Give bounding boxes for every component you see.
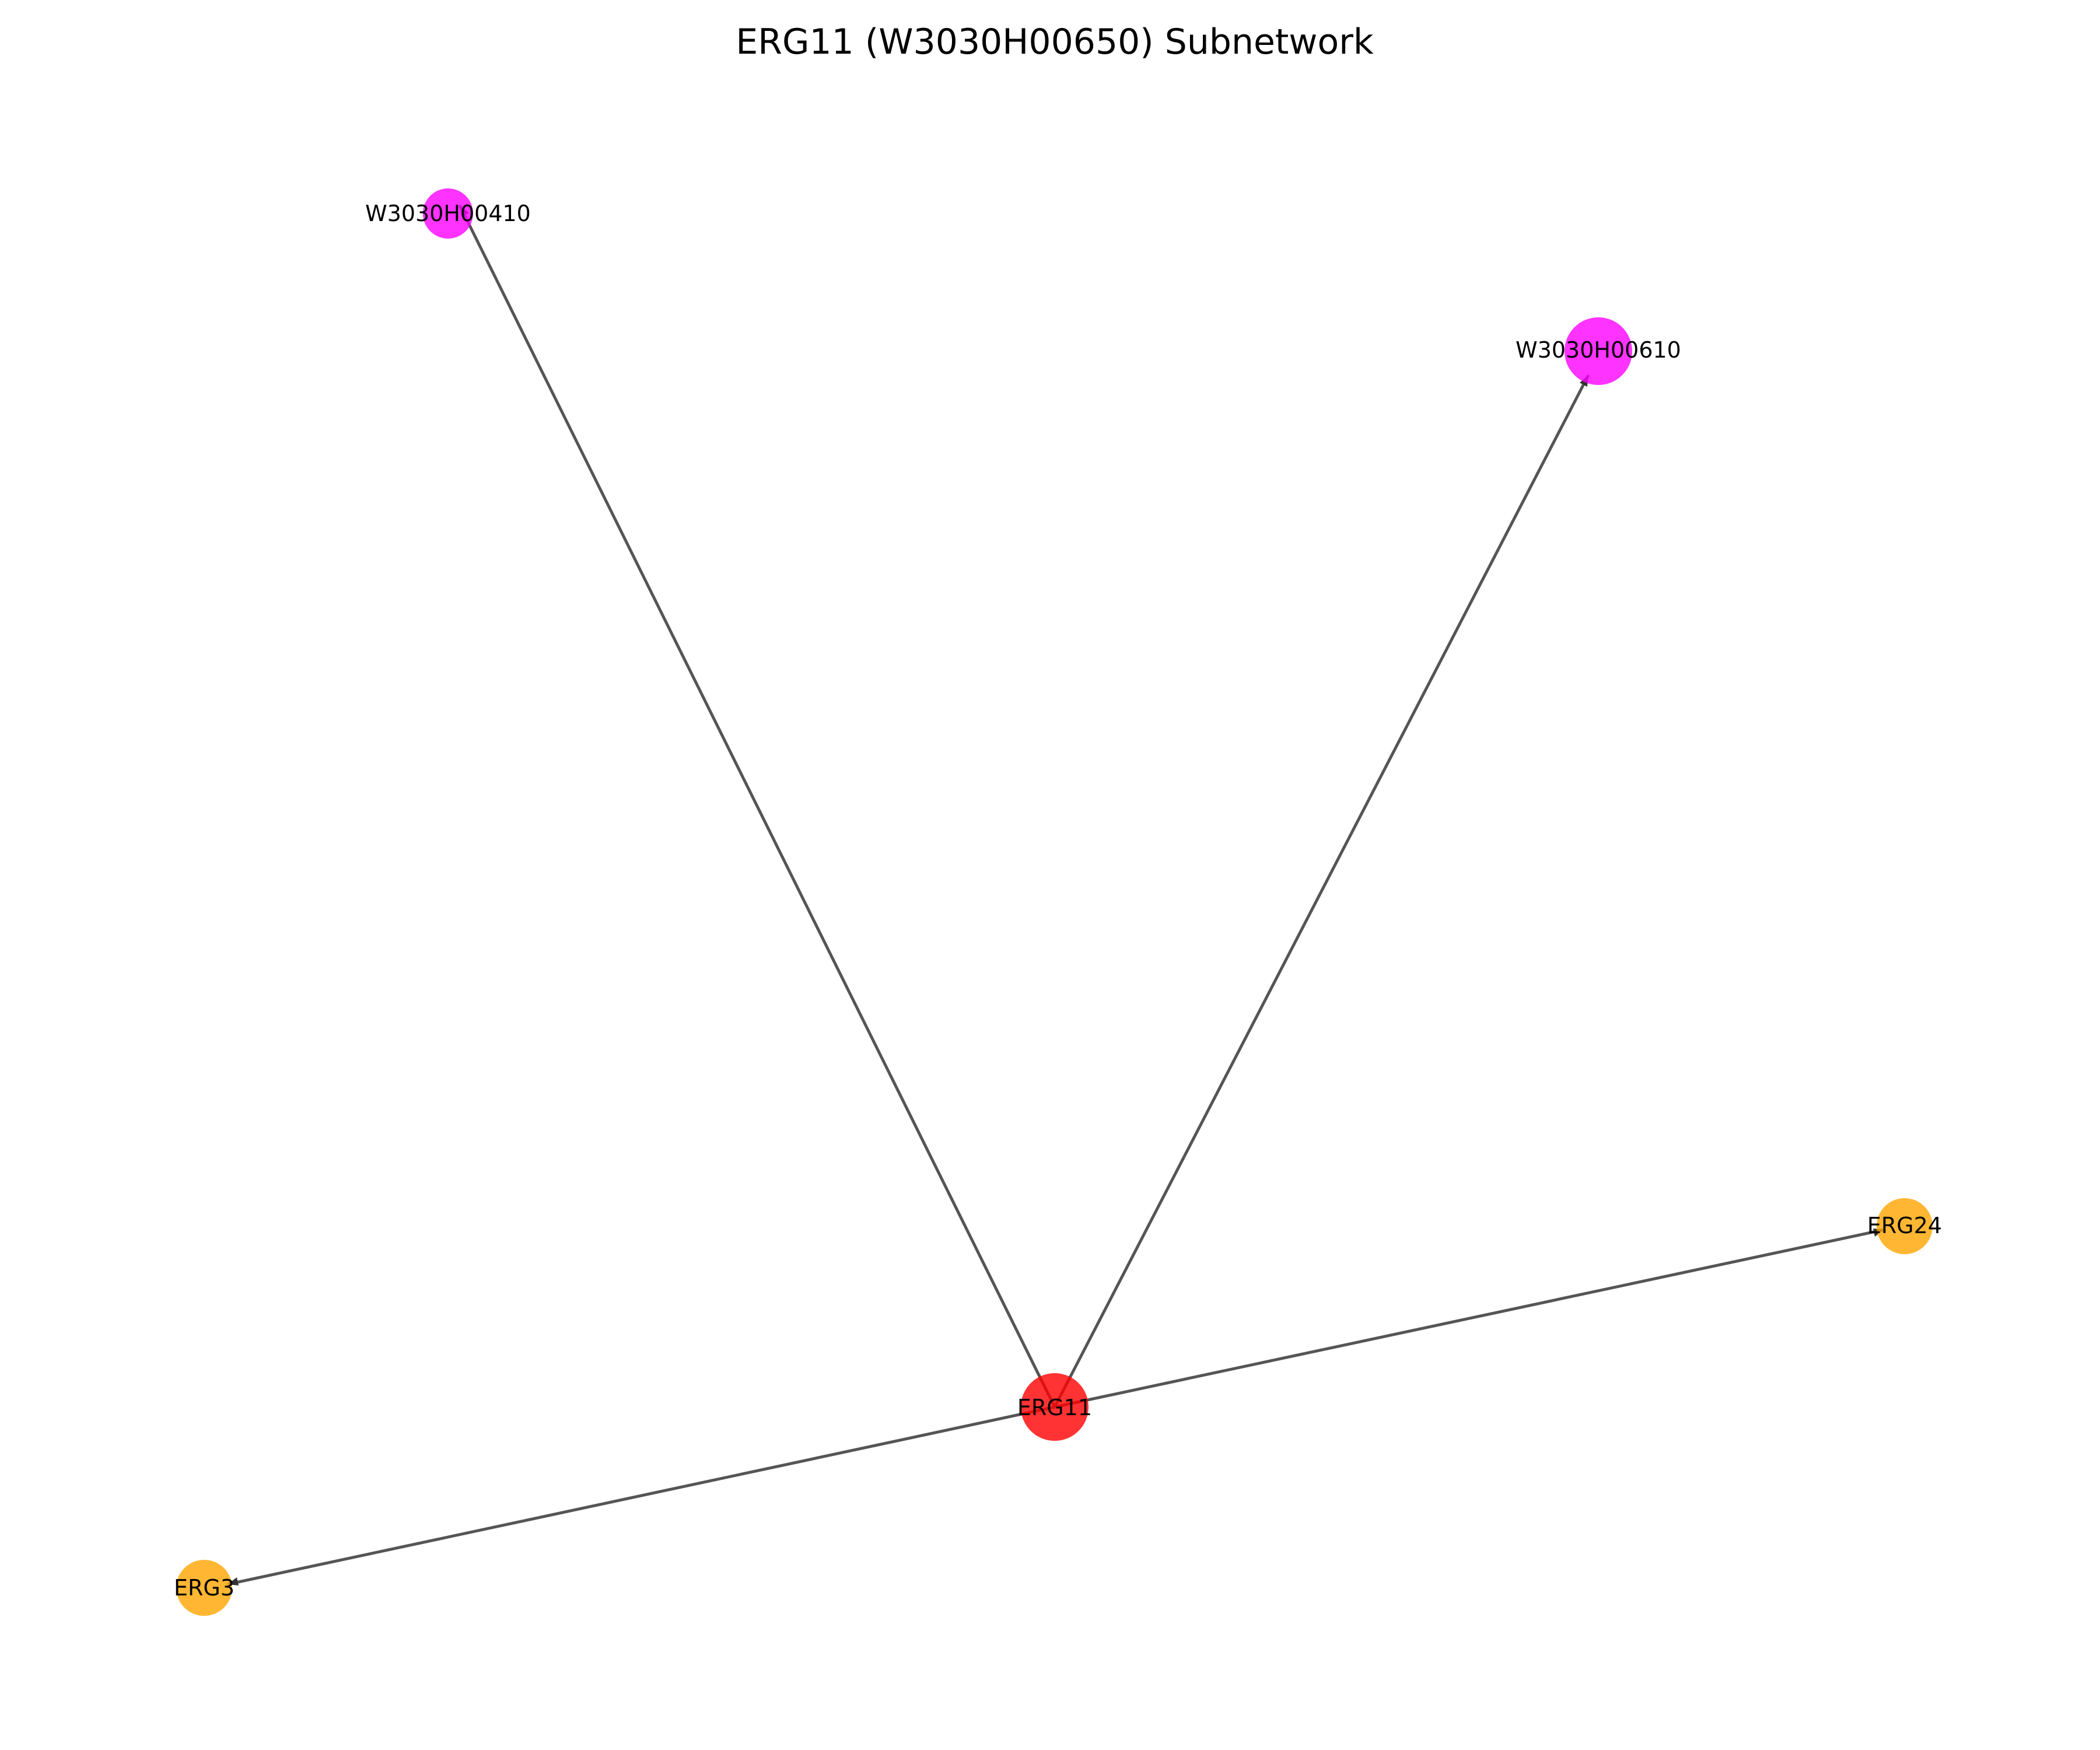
node-erg11[interactable] bbox=[1021, 1373, 1088, 1441]
node-label-w3030h00410: W3030H00410 bbox=[365, 201, 531, 226]
node-label-erg11: ERG11 bbox=[1017, 1395, 1092, 1420]
edges-group bbox=[227, 204, 1885, 1586]
node-w3030h00610[interactable] bbox=[1564, 317, 1632, 385]
edge-erg11-erg24 bbox=[1054, 1228, 1885, 1409]
nodes-group bbox=[176, 188, 1933, 1616]
node-label-w3030h00610: W3030H00610 bbox=[1516, 337, 1681, 363]
node-erg3[interactable] bbox=[176, 1560, 232, 1616]
diagram-title: ERG11 (W3030H00650) Subnetwork bbox=[736, 22, 1374, 62]
node-label-erg3: ERG3 bbox=[174, 1575, 235, 1601]
node-erg24[interactable] bbox=[1877, 1198, 1933, 1254]
edge-erg11-w3030h00410 bbox=[458, 204, 1056, 1408]
node-label-erg24: ERG24 bbox=[1867, 1213, 1942, 1238]
edge-erg11-w3030h00610 bbox=[1053, 374, 1590, 1408]
edge-erg11-erg3 bbox=[227, 1405, 1055, 1586]
node-w3030h00410[interactable] bbox=[423, 188, 473, 239]
labels-group: ERG11 W3030H00410 W3030H00610 ERG24 ERG3 bbox=[174, 201, 1942, 1601]
